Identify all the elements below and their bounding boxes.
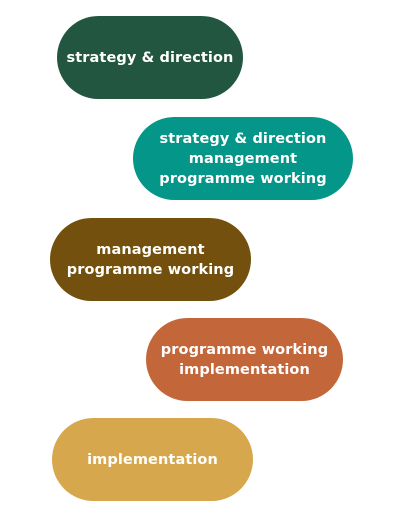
stage-label-line: programme working <box>160 341 329 358</box>
stage-label-line: management <box>96 241 205 258</box>
stage-label-line: strategy & direction <box>159 130 327 147</box>
stage-label-line: strategy & direction <box>66 49 234 66</box>
stage-pill-implementation: implementation <box>52 418 253 501</box>
stage-pill-strategy-management-programme: strategy & direction management programm… <box>133 117 353 200</box>
stage-label-line: management <box>188 150 298 167</box>
stage-label-line: programme working <box>159 170 327 187</box>
stage-pill-management-programme: management programme working <box>50 218 251 301</box>
stage-label-line: programme working <box>66 261 235 278</box>
stage-label-line: implementation <box>87 451 218 468</box>
stage-pill-strategy-direction: strategy & direction <box>57 16 243 99</box>
stage-pill-programme-implementation: programme working implementation <box>146 318 343 401</box>
stage-label-line: implementation <box>179 361 310 378</box>
